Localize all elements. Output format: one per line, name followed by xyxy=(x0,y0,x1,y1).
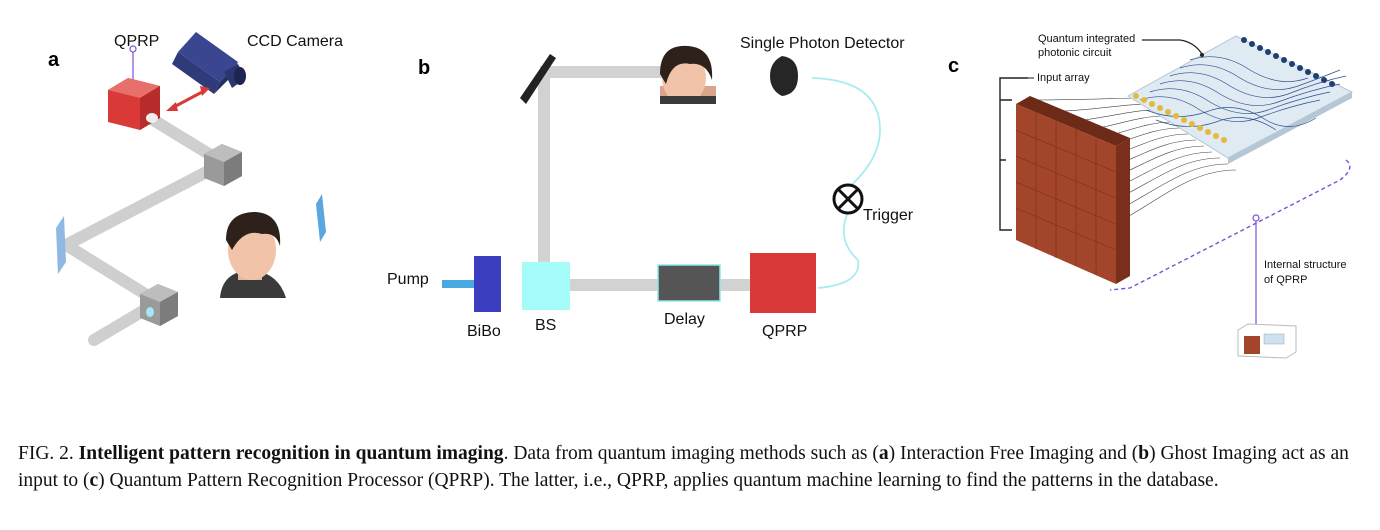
fiber xyxy=(811,77,881,289)
delay-label: Delay xyxy=(664,311,705,328)
movement-arrow xyxy=(166,86,210,111)
beam-splitter xyxy=(522,262,570,310)
pump-beam xyxy=(442,280,476,288)
chip-output-detectors xyxy=(1241,37,1335,87)
panel-c: c xyxy=(948,33,1354,359)
internal-label-2: of QPRP xyxy=(1264,274,1307,286)
internal-label-1: Internal structure xyxy=(1264,259,1347,271)
cube-a-2 xyxy=(140,284,178,326)
caption-text-3: ) Ghost Imaging act as an input to ( xyxy=(18,443,1349,491)
panel-a-letter: a xyxy=(48,49,60,71)
panel-c-letter: c xyxy=(948,55,959,77)
mirror-a-right xyxy=(316,194,326,242)
qprp-box-b xyxy=(750,253,816,313)
mirror-a-left xyxy=(56,216,66,274)
delay-element xyxy=(657,264,721,302)
chip-label-2: photonic circuit xyxy=(1038,47,1111,59)
single-photon-detector xyxy=(770,56,798,96)
chip-input-couplers xyxy=(1133,93,1227,143)
panel-a: a QPRP CCD Camera xyxy=(48,32,343,346)
ccd-camera-label: CCD Camera xyxy=(247,33,343,50)
qprp-box-a xyxy=(108,45,160,130)
bibo-label: BiBo xyxy=(467,323,501,340)
panel-b-beams xyxy=(538,66,752,291)
bs-label: BS xyxy=(535,317,556,334)
input-array xyxy=(1015,96,1130,284)
caption-text-2: ) Interaction Free Imaging and ( xyxy=(888,443,1139,464)
bibo-crystal xyxy=(474,256,501,312)
caption-text-4: ) Quantum Pattern Recognition Processor … xyxy=(98,470,1219,491)
chip-label-leader xyxy=(1142,39,1203,55)
pump-label: Pump xyxy=(387,271,429,288)
internal-link xyxy=(1109,159,1351,291)
mirror-b xyxy=(520,54,556,104)
figure-panels: a QPRP CCD Camera xyxy=(48,32,1354,359)
caption-title: Intelligent pattern recognition in quant… xyxy=(78,443,504,464)
internal-structure-thumbnail xyxy=(1237,323,1297,359)
figure-caption: FIG. 2. Intelligent pattern recognition … xyxy=(18,440,1368,494)
caption-ref-a: a xyxy=(878,443,889,464)
detector-label: Single Photon Detector xyxy=(740,35,905,52)
input-array-label: Input array xyxy=(1037,72,1090,84)
photonic-chip xyxy=(1127,35,1354,164)
chip-label-1: Quantum integrated xyxy=(1038,33,1135,45)
cube-a-1 xyxy=(204,144,242,186)
ccd-camera xyxy=(172,32,246,94)
caption-ref-c: c xyxy=(89,470,99,491)
trigger-icon xyxy=(832,183,864,215)
face-b xyxy=(660,45,716,104)
qprp-label-b: QPRP xyxy=(762,323,807,340)
panel-b: b Single Photon Detector Trigger xyxy=(387,35,914,340)
chip-label-dot xyxy=(1200,53,1204,57)
caption-prefix: FIG. 2. xyxy=(18,443,74,464)
panel-b-letter: b xyxy=(418,57,430,79)
trigger-label: Trigger xyxy=(863,207,914,224)
qprp-label-a: QPRP xyxy=(114,33,159,50)
internal-link-node xyxy=(1252,214,1260,222)
face-a xyxy=(220,212,286,298)
caption-text-1: . Data from quantum imaging methods such… xyxy=(503,443,879,464)
caption-ref-b: b xyxy=(1138,443,1150,464)
